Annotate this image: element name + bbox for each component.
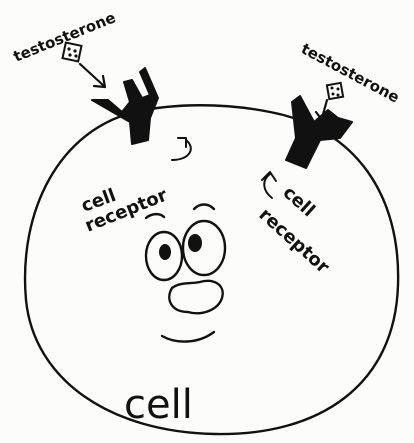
- right-eyebrow: [194, 205, 214, 210]
- right-receptor-label-line1: cell: [279, 182, 319, 221]
- left-receptor: [92, 68, 158, 144]
- right-eye: [183, 221, 225, 275]
- left-binding-arrow: [80, 64, 105, 87]
- left-eye: [146, 232, 182, 280]
- nose: [169, 281, 222, 313]
- right-receptor: [286, 96, 352, 168]
- cell-label: cell: [124, 382, 193, 428]
- left-eyebrow: [146, 214, 164, 218]
- testosterone-label-right: testosterone: [298, 40, 402, 107]
- cell-membrane: [25, 105, 398, 434]
- mouth: [162, 332, 214, 342]
- left-receptor-label-arrow: [172, 138, 191, 160]
- right-receptor-label-arrow: [262, 172, 276, 198]
- testosterone-label-left: testosterone: [11, 8, 118, 65]
- right-receptor-label-line2: receptor: [255, 204, 334, 278]
- right-testosterone-molecule: [327, 83, 343, 99]
